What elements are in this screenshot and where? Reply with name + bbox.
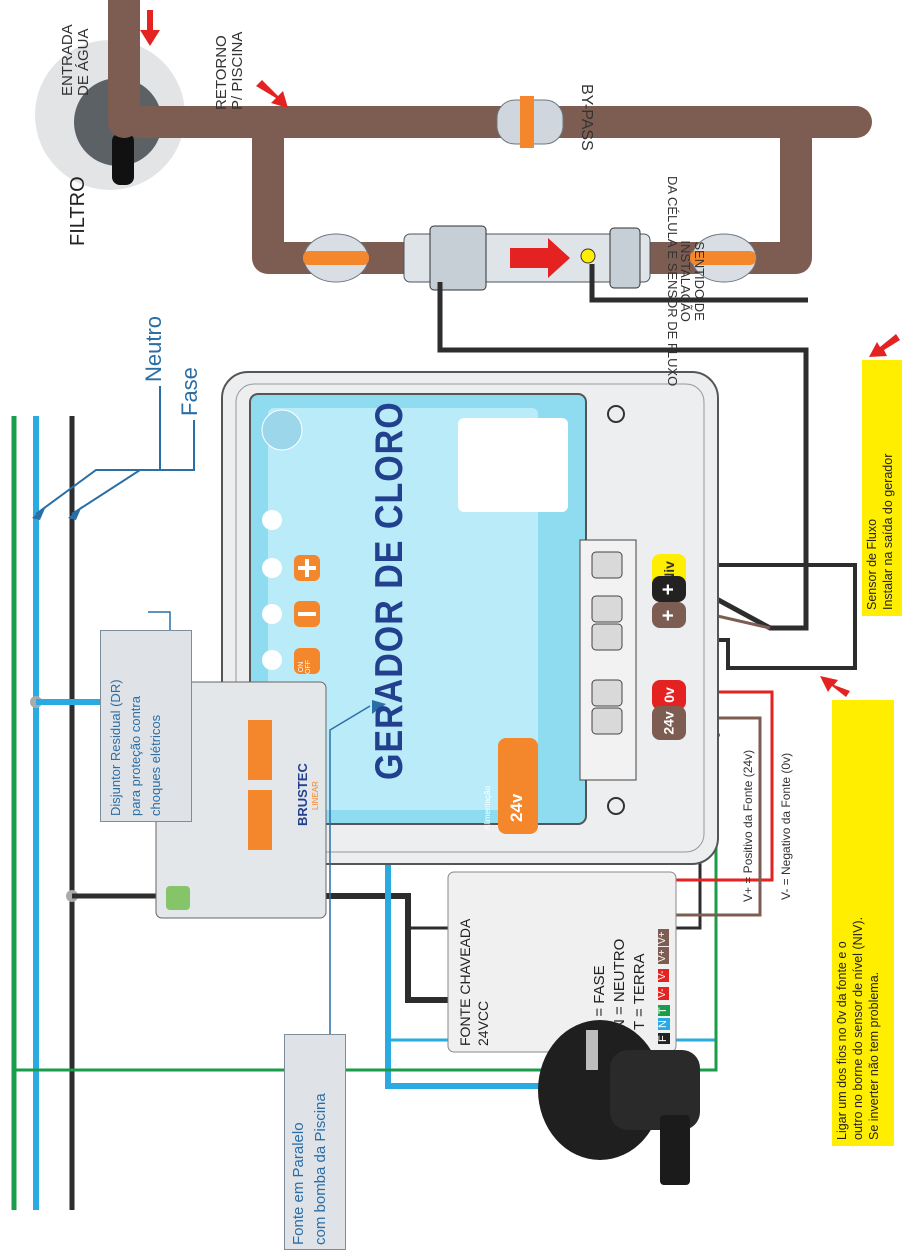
red-arrows: [140, 10, 900, 697]
bypass-label: BY-PASS: [578, 84, 595, 151]
fonte-n-label: N: [657, 1018, 670, 1030]
fonte-title: FONTE CHAVEADA: [457, 918, 473, 1046]
flow-sensor-wire: [700, 563, 857, 670]
generator-title: GERADOR DE CLORO: [367, 401, 412, 780]
chlorine-cell: [403, 225, 651, 291]
buttons-column: [262, 510, 320, 674]
alim-label: Alimentação: [483, 785, 492, 830]
bypass-valve: [496, 96, 564, 148]
cell-wire-a: [437, 282, 809, 631]
entrada-label: ENTRADA DE ÁGUA: [59, 24, 92, 96]
fonte-v3: V+: [657, 947, 669, 964]
level-sensor-note: Ligar um dos fios no 0v da fonte e o out…: [832, 700, 894, 1146]
fonte-v2: V-: [657, 968, 669, 982]
terminal-plus-black: +: [652, 576, 686, 602]
fonte-v4: V+: [657, 929, 669, 946]
fonte-l-label: F: [657, 1033, 670, 1044]
terminal-plus-brown: +: [652, 602, 686, 628]
pump-motor: [538, 1020, 700, 1185]
cell-wire-b: [589, 264, 808, 303]
fase-label: Fase: [177, 367, 202, 416]
filter-handle: [112, 133, 134, 185]
retorno-label: RETORNO P/ PISCINA: [213, 31, 246, 110]
fonte-t-label: T: [657, 1005, 670, 1016]
generator-inner: [235, 383, 705, 853]
terminal-block: [579, 539, 637, 781]
voltage-badge: [498, 738, 538, 834]
vminus-wire: [672, 690, 774, 882]
fonte-paralelo-note: Fonte em Paralelo com bomba da Piscina: [284, 1034, 346, 1250]
right-valve: [690, 233, 757, 283]
vplus-label: V+ = Positivo da Fonte (24v): [741, 749, 755, 902]
fonte-v1: V-: [657, 986, 669, 1000]
onoff-label: ON OFF: [298, 660, 313, 674]
legend-n: N = NEUTRO: [611, 938, 628, 1030]
sentido-label: SENTIDO DE INSTALAÇÃO DA CÉLULA E SENSOR…: [664, 176, 707, 387]
legend-f: F = FASE: [591, 965, 608, 1030]
display-window: [458, 418, 568, 512]
voltage-value: 24v: [507, 793, 526, 822]
fonte-leader: [329, 705, 371, 1060]
neutro-leader: [35, 386, 161, 515]
filtro-label: FILTRO: [67, 176, 89, 246]
brand-name: BRUSTEC: [295, 763, 310, 826]
legend-t: T = TERRA: [631, 953, 648, 1030]
brand-sub: LINEAR: [311, 781, 320, 810]
fase-leader: [71, 420, 195, 515]
flow-sensor-note: Sensor de Fluxo Instalar na saída do ger…: [862, 360, 902, 616]
terminal-24v: 24v: [652, 706, 686, 740]
vplus-wire: [672, 716, 762, 917]
fonte-vcc: 24VCC: [475, 1000, 491, 1046]
vminus-label: V- = Negativo da Fonte (0v): [779, 752, 793, 900]
dr-note: Disjuntor Residual (DR) para proteção co…: [100, 630, 192, 822]
terminal-0v: 0v: [652, 680, 686, 710]
neutro-label: Neutro: [141, 315, 166, 382]
left-valve: [303, 233, 369, 283]
